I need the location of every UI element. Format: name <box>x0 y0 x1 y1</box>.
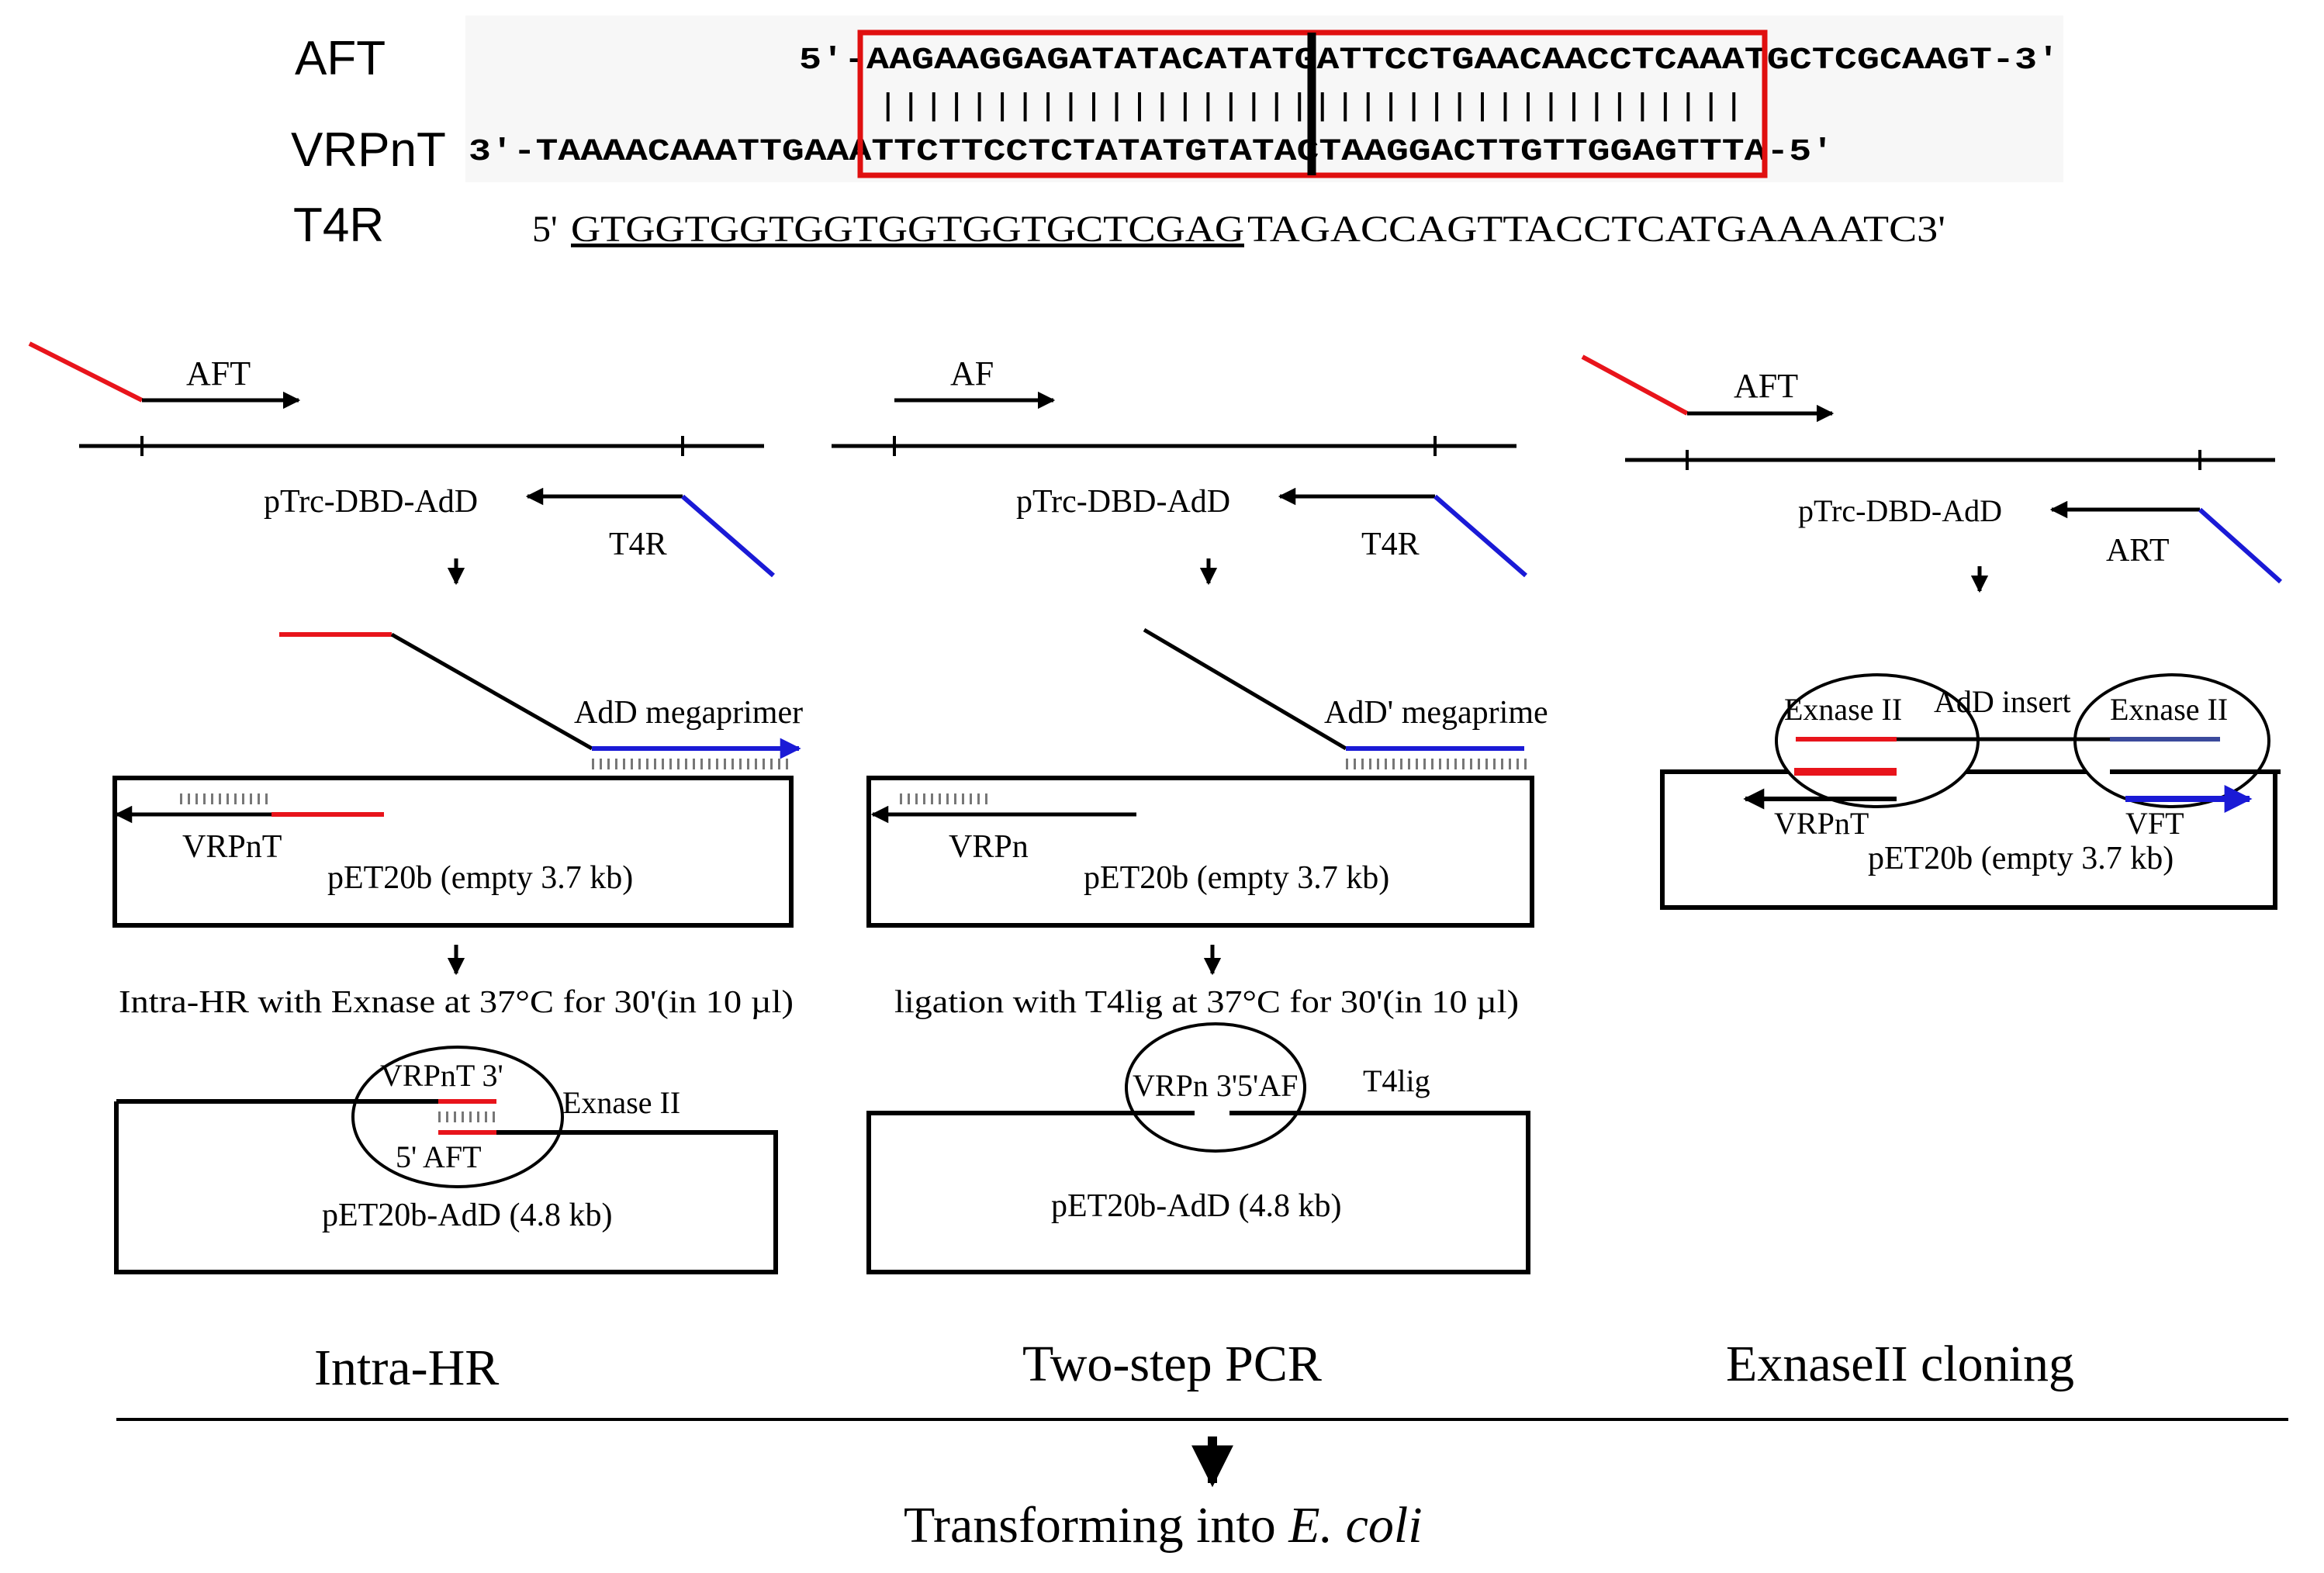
vector-primer-label: VRPnT <box>182 829 282 865</box>
t4r-label: T4R <box>293 199 384 252</box>
t4r-blue-tail <box>681 494 775 578</box>
primer-fwd-label: AFT <box>186 354 251 392</box>
aft-red-tail <box>1581 354 1689 416</box>
junction-label: VRPn 3'5'AF <box>1133 1068 1298 1103</box>
junction-ellipse <box>351 1046 564 1188</box>
megaprimer-label: AdD megaprimer <box>574 695 803 731</box>
final-step: Transforming into E. coli <box>904 1497 1423 1554</box>
method-title: Intra-HR <box>314 1340 499 1396</box>
primer-fwd-label: AF <box>950 354 994 392</box>
vrpnt-sequence: 3'-TAAAACAAATTGAAATTCTTCCTCTATATGTATACTA… <box>469 135 1834 170</box>
vector-box <box>866 776 1534 928</box>
template-label: pTrc-DBD-AdD <box>1798 493 2002 528</box>
t4r-prefix: 5' <box>532 209 558 250</box>
megaprimer-label: AdD' megaprime <box>1324 695 1548 731</box>
final-step-text: Transforming into <box>904 1497 1288 1554</box>
product-box <box>866 1111 1530 1274</box>
t4r-tag-sequence: GTGGTGGTGGTGGTGGTGCTCGAG <box>571 209 1244 250</box>
enzyme-right-label: Exnase II <box>2110 692 2228 727</box>
panel-intra-hr: AFT pTrc-DBD-AdD T4R AdD megaprimer VRPn… <box>28 341 803 1396</box>
panel-exnase-cloning: AFT pTrc-DBD-AdD ART Exnase II AdD inser… <box>1581 354 2282 1392</box>
template-label: pTrc-DBD-AdD <box>264 484 478 520</box>
megaprimer-diagonal <box>1143 627 1347 751</box>
product-label: pET20b-AdD (4.8 kb) <box>1051 1188 1341 1224</box>
junction-ellipse <box>1125 1022 1306 1153</box>
vector-primer-label: VRPn <box>949 829 1029 865</box>
enzyme-label: T4lig <box>1363 1063 1430 1098</box>
product-label: pET20b-AdD (4.8 kb) <box>322 1198 612 1233</box>
aft-label: AFT <box>295 32 386 85</box>
final-step-organism: E. coli <box>1288 1497 1422 1554</box>
vector-label: pET20b (empty 3.7 kb) <box>1868 841 2174 876</box>
vector-primer-right-label: VFT <box>2125 806 2184 841</box>
reaction-label: Intra-HR with Exnase at 37°C for 30'(in … <box>119 984 794 1019</box>
vector-box <box>112 776 794 928</box>
enzyme-left-label: Exnase II <box>1784 692 1902 727</box>
primer-rev-label: ART <box>2106 533 2169 569</box>
product-box <box>114 1101 778 1274</box>
aft-red-tail <box>28 341 144 403</box>
primer-rev-label: T4R <box>609 527 667 562</box>
vrpnt-label: VRPnT <box>291 123 446 177</box>
reaction-label: ligation with T4lig at 37°C for 30'(in 1… <box>894 984 1519 1019</box>
panel-two-step-pcr: AF pTrc-DBD-AdD T4R AdD' megaprime VRPn … <box>832 354 1548 1392</box>
aft-sequence: 5'-AAGAAGGAGATATACATATGATTCCTGAACAACCTCA… <box>799 43 2059 78</box>
template-label: pTrc-DBD-AdD <box>1016 484 1230 520</box>
insert-label: AdD insert <box>1934 684 2071 719</box>
megaprimer-diagonal <box>390 632 593 751</box>
t4r-rest-sequence: TAGACCAGTTACCTCATGAAAATC3' <box>1247 209 1945 250</box>
method-title: Two-step PCR <box>1022 1336 1322 1392</box>
primer-fwd-label: AFT <box>1734 367 1798 405</box>
vector-primer-left-label: VRPnT <box>1774 806 1869 841</box>
method-title: ExnaseII cloning <box>1726 1336 2074 1392</box>
art-blue-tail <box>2198 507 2282 584</box>
junction-bottom-label: 5' AFT <box>396 1139 482 1174</box>
primer-rev-label: T4R <box>1361 527 1420 562</box>
sequence-header: AFT 5'-AAGAAGGAGATATACATATGATTCCTGAACAAC… <box>291 16 2063 252</box>
footer: Transforming into E. coli <box>116 1418 2288 1554</box>
junction-top-label: VRPnT 3' <box>380 1058 503 1093</box>
vector-label: pET20b (empty 3.7 kb) <box>327 860 633 896</box>
vector-box <box>1660 769 2277 910</box>
t4r-blue-tail <box>1433 494 1527 578</box>
enzyme-label: Exnase II <box>562 1085 680 1120</box>
vector-label: pET20b (empty 3.7 kb) <box>1084 860 1389 896</box>
sequence-panel-bg <box>465 16 2063 182</box>
